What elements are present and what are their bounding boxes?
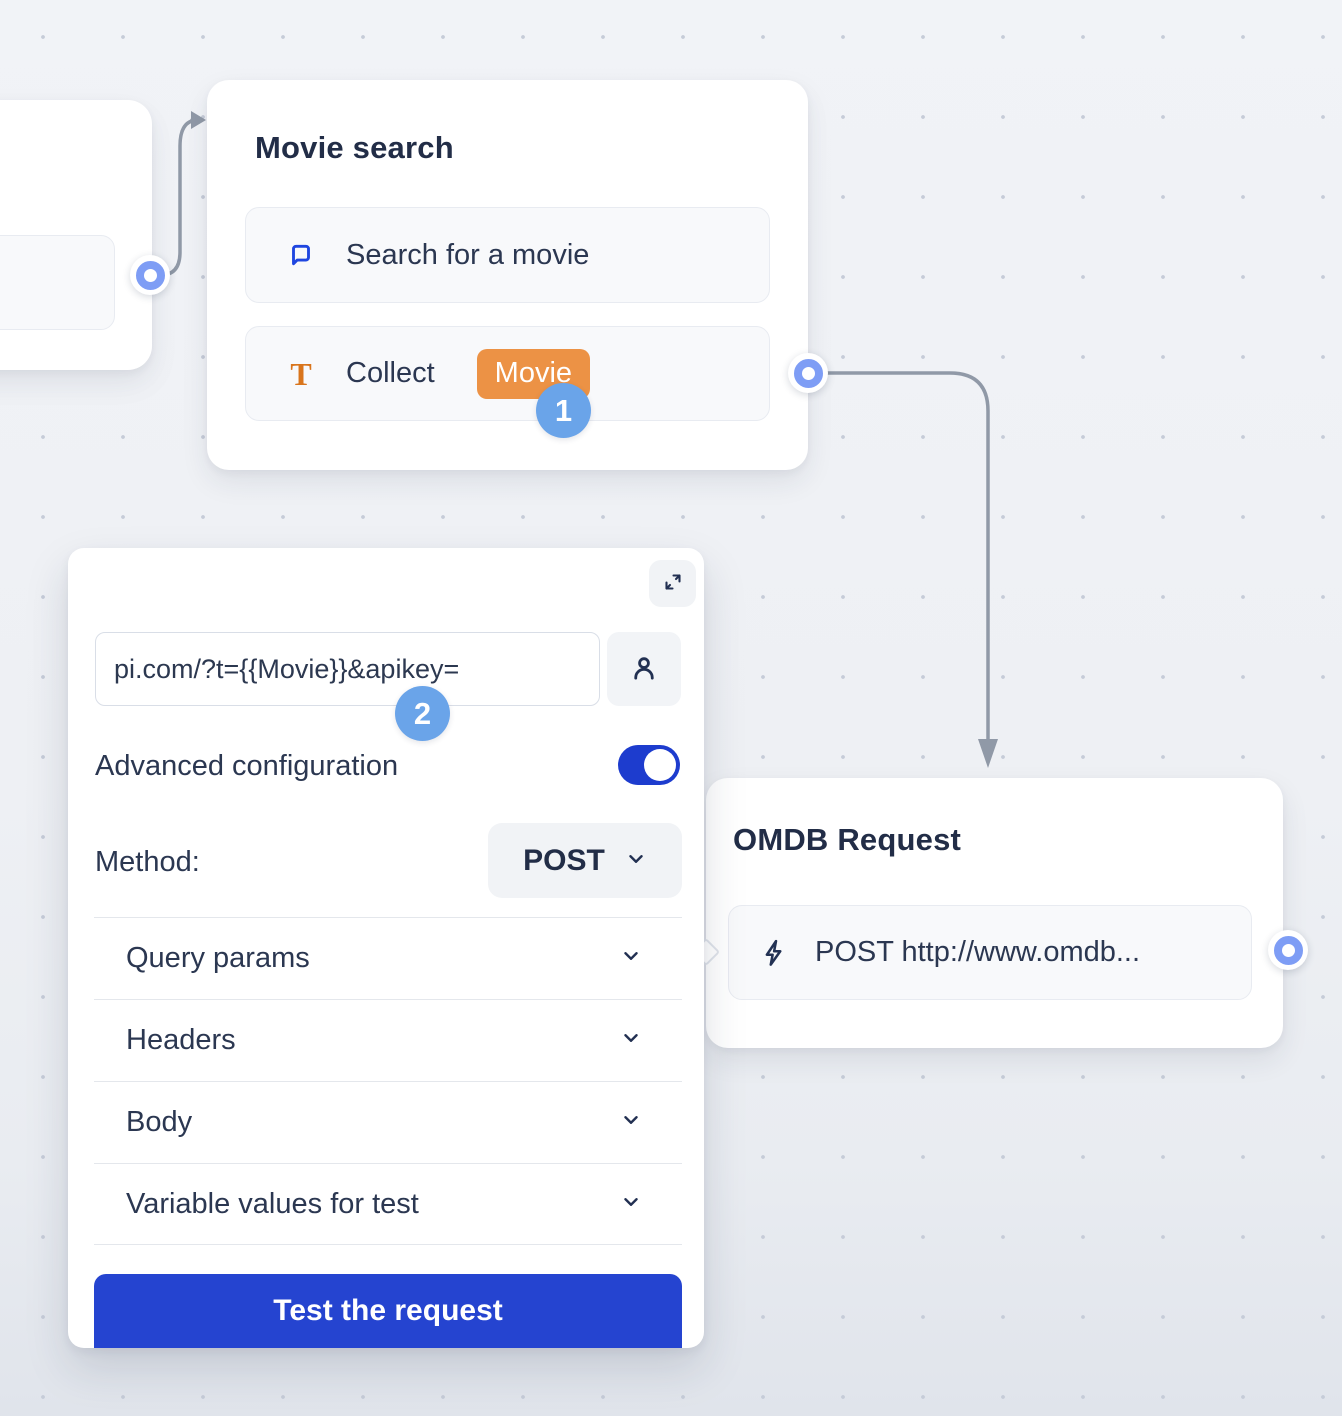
section-body[interactable]: Body bbox=[94, 1081, 682, 1163]
output-port[interactable] bbox=[1268, 930, 1308, 970]
section-label: Query params bbox=[126, 942, 310, 974]
method-label: Method: bbox=[95, 846, 200, 878]
method-value: POST bbox=[523, 843, 605, 877]
advanced-configuration-label: Advanced configuration bbox=[95, 750, 399, 782]
section-label: Variable values for test bbox=[126, 1187, 419, 1220]
step-badge-1: 1 bbox=[536, 383, 591, 438]
section-label: Headers bbox=[126, 1024, 236, 1056]
node-item-collect-variable[interactable]: T Collect Movie bbox=[245, 326, 770, 421]
url-input[interactable] bbox=[95, 632, 600, 706]
partial-node-item[interactable] bbox=[0, 235, 115, 330]
omdb-request-node[interactable]: OMDB Request POST http://www.omdb... bbox=[706, 778, 1283, 1048]
expand-icon bbox=[661, 570, 685, 597]
node-item-webhook[interactable]: POST http://www.omdb... bbox=[728, 905, 1252, 1000]
node-title: OMDB Request bbox=[733, 822, 962, 857]
section-label: Body bbox=[126, 1106, 193, 1138]
output-port[interactable] bbox=[130, 255, 170, 295]
config-accordion: Query params Headers Body Variable value… bbox=[94, 917, 682, 1245]
step-badge-2: 2 bbox=[395, 686, 450, 741]
test-request-button[interactable]: Test the request bbox=[94, 1274, 682, 1348]
chat-bubble-icon bbox=[286, 240, 316, 270]
node-item-label: Search for a movie bbox=[346, 238, 590, 271]
output-port[interactable] bbox=[788, 353, 828, 393]
advanced-configuration-toggle[interactable] bbox=[618, 745, 680, 785]
toggle-knob bbox=[644, 749, 676, 781]
lightning-bolt-icon bbox=[759, 938, 789, 968]
chevron-down-icon bbox=[625, 844, 647, 878]
chevron-down-icon bbox=[620, 942, 642, 975]
section-query-params[interactable]: Query params bbox=[94, 917, 682, 999]
partial-node-card[interactable] bbox=[0, 100, 152, 370]
expand-button[interactable] bbox=[649, 560, 696, 607]
node-item-label: Collect bbox=[346, 357, 435, 389]
node-item-send-message[interactable]: Search for a movie bbox=[245, 207, 770, 303]
section-variable-values[interactable]: Variable values for test bbox=[94, 1163, 682, 1245]
method-dropdown[interactable]: POST bbox=[488, 823, 682, 898]
text-input-icon: T bbox=[290, 355, 312, 392]
node-item-label: POST http://www.omdb... bbox=[815, 936, 1141, 968]
person-button[interactable] bbox=[607, 632, 681, 706]
movie-search-node[interactable]: Movie search Search for a movie T Collec… bbox=[207, 80, 808, 470]
webhook-config-panel[interactable]: 2 Advanced configuration Method: POST Qu… bbox=[68, 548, 704, 1348]
node-title: Movie search bbox=[255, 130, 454, 165]
person-icon bbox=[628, 652, 660, 687]
chevron-down-icon bbox=[620, 1106, 642, 1139]
chevron-down-icon bbox=[620, 1024, 642, 1057]
section-headers[interactable]: Headers bbox=[94, 999, 682, 1081]
chevron-down-icon bbox=[620, 1188, 642, 1221]
